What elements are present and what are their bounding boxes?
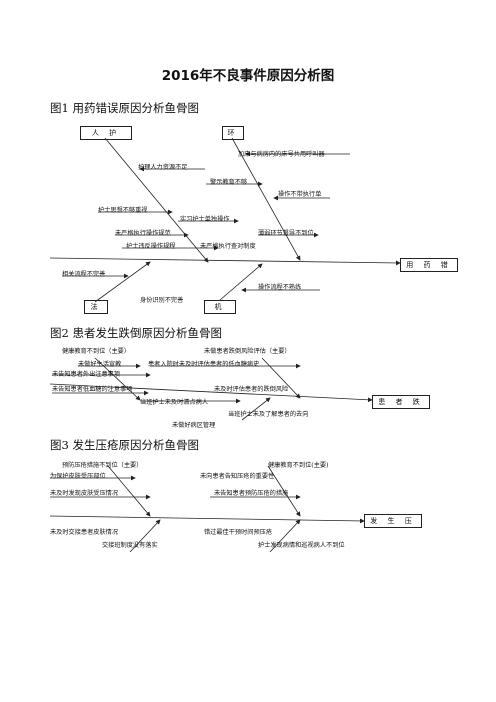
fig1-label: 未严格执行查对制度 xyxy=(200,243,256,250)
fig2-label: 未告知患者外出注意事项 xyxy=(52,371,121,378)
fig1-label: 未严格执行操作规范 xyxy=(115,230,171,237)
figure2-heading: 图2 患者发生跌倒原因分析鱼骨图 xyxy=(50,326,222,340)
fig3-label: 交接班制度没有落实 xyxy=(102,542,158,549)
fig1-category-method: 法 xyxy=(84,300,108,314)
fig3-label: 未向患者告知压疮的重要性 xyxy=(200,473,275,480)
fig1-category-environment: 环 xyxy=(222,126,244,140)
fig2-category: 未做患者跌倒风险评估（主要） xyxy=(204,348,291,355)
fig3-label: 为保护皮肤受压部位 xyxy=(50,473,106,480)
fig2-label: 患者入院时未及时评估患者的低血糖病史 xyxy=(148,361,260,368)
fig1-label: 护士违反操作规程 xyxy=(126,243,176,250)
fig3-label: 未告知患者预防压疮的措施 xyxy=(214,490,289,497)
fig3-category: 预防压疮措施不到位（主要） xyxy=(62,462,143,469)
fig1-label: 实习护士单独操作 xyxy=(180,216,230,223)
fig1-category-machine: 机 xyxy=(204,300,236,314)
figure1-heading: 图1 用药错误原因分析鱼骨图 xyxy=(50,101,199,115)
fig3-label: 错过最佳干预时间预压疮 xyxy=(204,529,273,536)
fig1-label: 相关流程不完善 xyxy=(62,271,106,278)
fig3-label: 护士发现病情和巡视病人不到位 xyxy=(258,542,345,549)
fig3-label: 未及时交接患者皮肤情况 xyxy=(50,529,119,536)
fig1-label: 护理人力资源不足 xyxy=(138,164,188,171)
figure3-heading: 图3 发生压疮原因分析鱼骨图 xyxy=(50,438,199,452)
fig1-label: 护士思想不够重视 xyxy=(98,207,148,214)
fig2-label: 当班护士未及时清点病人 xyxy=(140,399,209,406)
fig2-label: 未做好生活宣教 xyxy=(78,361,122,368)
document-title: 2016年不良事件原因分析图 xyxy=(161,68,335,84)
fig2-category: 健康教育不到位（主要） xyxy=(62,348,131,355)
fig1-label: 加床与病房内的床号共用呼叫器 xyxy=(238,151,325,158)
fig2-label: 未告知患者低血糖的注意事项 xyxy=(52,386,133,393)
fig2-label: 未及时评估患者的跌倒风险 xyxy=(214,386,289,393)
fig1-label: 薄弱环节督导不到位 xyxy=(258,230,314,237)
fig3-label: 未及时发现皮肤受压情况 xyxy=(50,490,119,497)
fig1-result-box: 用 药 错 xyxy=(400,258,458,272)
fig1-label: 操作不带执行单 xyxy=(278,191,322,198)
fig2-label: 当班护士未及了解患者的去向 xyxy=(228,411,309,418)
fig1-label: 身份识别不完善 xyxy=(140,297,184,304)
fig1-category-people: 人 护 xyxy=(80,126,132,140)
fig1-label: 操作流程不熟练 xyxy=(258,284,302,291)
fig2-label: 未做好病区管理 xyxy=(172,422,216,429)
fig1-label: 警示教育不够 xyxy=(210,179,248,186)
fig3-result-box: 发 生 压 xyxy=(364,514,422,528)
fig2-result-box: 患 者 跌 xyxy=(372,395,430,409)
fig3-category: 健康教育不到位(主要) xyxy=(268,462,329,469)
